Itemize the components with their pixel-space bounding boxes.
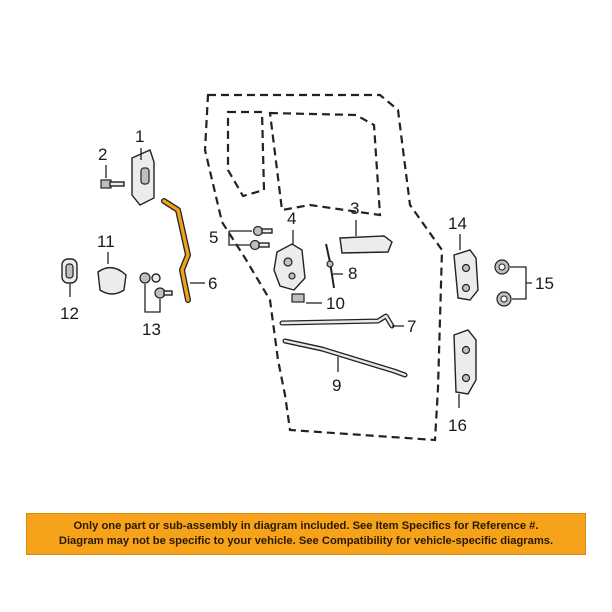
callout-4: 4 <box>287 209 296 228</box>
door-window-opening-front <box>268 111 382 217</box>
part-2-bolt: 2 <box>98 145 125 189</box>
callout-12: 12 <box>60 304 79 323</box>
callout-1: 1 <box>135 127 144 146</box>
callout-11: 11 <box>97 232 115 251</box>
part-16-lower-hinge: 16 <box>448 329 477 435</box>
disclaimer-line-1: Only one part or sub-assembly in diagram… <box>73 520 539 532</box>
part-6-rod: 6 <box>161 198 217 303</box>
part-8-link: 8 <box>325 243 357 289</box>
callout-3: 3 <box>350 199 359 218</box>
callout-2: 2 <box>98 145 107 164</box>
part-9-rod: 9 <box>282 338 408 395</box>
part-4-latch: 4 <box>273 209 306 291</box>
callout-13: 13 <box>142 320 161 339</box>
callout-14: 14 <box>448 214 467 233</box>
callout-10: 10 <box>326 294 345 313</box>
callout-15: 15 <box>535 274 554 293</box>
part-15-nuts: 15 <box>494 259 554 307</box>
callout-7: 7 <box>407 317 416 336</box>
callout-16: 16 <box>448 416 467 435</box>
part-7-rod: 7 <box>279 313 416 336</box>
part-1-bracket: 1 <box>131 127 155 206</box>
part-5-screws: 5 <box>209 225 273 251</box>
callout-9: 9 <box>332 376 341 395</box>
door-shell <box>203 93 444 442</box>
callout-5: 5 <box>209 228 218 247</box>
part-11-cover: 11 <box>97 232 127 295</box>
disclaimer-line-2: Diagram may not be specific to your vehi… <box>58 535 554 547</box>
disclaimer-banner: Only one part or sub-assembly in diagram… <box>26 513 586 555</box>
part-14-upper-hinge: 14 <box>448 214 479 301</box>
part-3-handle: 3 <box>339 199 393 254</box>
callout-8: 8 <box>348 264 357 283</box>
door-window-opening-rear <box>226 110 266 198</box>
part-10-clip: 10 <box>291 293 345 313</box>
part-13-screws: 13 <box>139 272 173 339</box>
part-12-clip: 12 <box>60 258 79 323</box>
callout-6: 6 <box>208 274 217 293</box>
